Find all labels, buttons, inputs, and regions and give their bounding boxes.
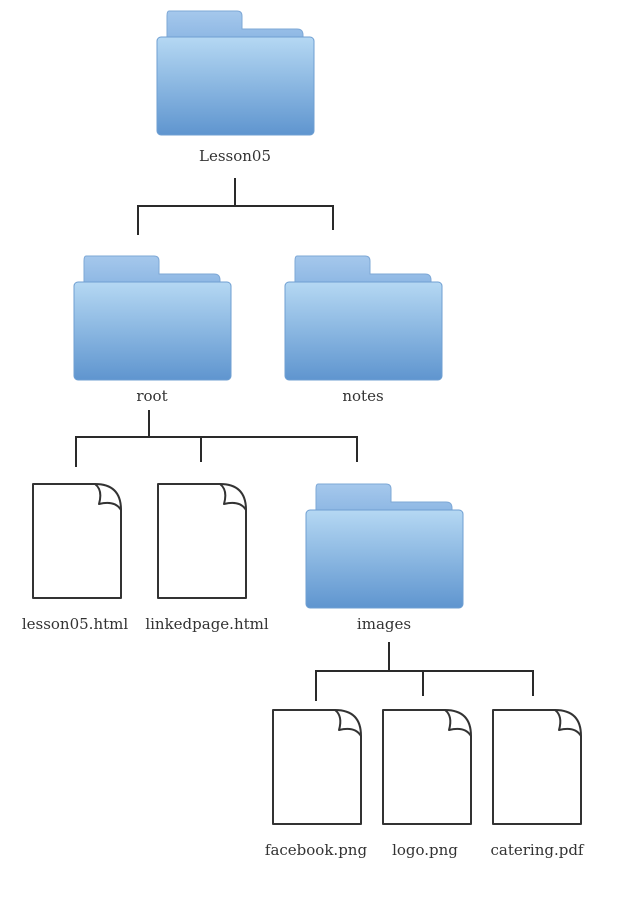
tree-node-linkedpage-html[interactable]: linkedpage.html [145,483,269,633]
node-label: facebook.png [265,841,368,859]
file-icon [272,709,362,825]
connector-lesson05 [137,178,334,235]
node-label: linkedpage.html [145,615,269,633]
file-icon [492,709,582,825]
folder-icon [284,255,443,381]
tree-node-lesson05-html[interactable]: lesson05.html [22,483,129,633]
folder-icon [156,10,315,136]
node-label: lesson05.html [22,615,129,633]
folder-icon [305,483,464,609]
connector-images [315,642,534,701]
node-label: notes [342,387,383,405]
node-label: logo.png [392,841,458,859]
file-icon [157,483,247,599]
tree-node-logo-png[interactable]: logo.png [382,709,472,859]
folder-icon [73,255,232,381]
tree-node-lesson05[interactable]: Lesson05 [156,10,315,165]
file-icon [382,709,472,825]
tree-node-facebook-png[interactable]: facebook.png [265,709,368,859]
node-label: root [136,387,167,405]
node-label: images [357,615,411,633]
tree-node-notes[interactable]: notes [284,255,443,405]
connector-root [75,410,358,467]
connectors [75,178,534,701]
tree-node-root[interactable]: root [73,255,232,405]
node-label: catering.pdf [490,841,584,859]
file-icon [32,483,122,599]
tree-node-catering-pdf[interactable]: catering.pdf [490,709,585,859]
tree-node-images[interactable]: images [305,483,464,633]
node-label: Lesson05 [199,147,271,165]
